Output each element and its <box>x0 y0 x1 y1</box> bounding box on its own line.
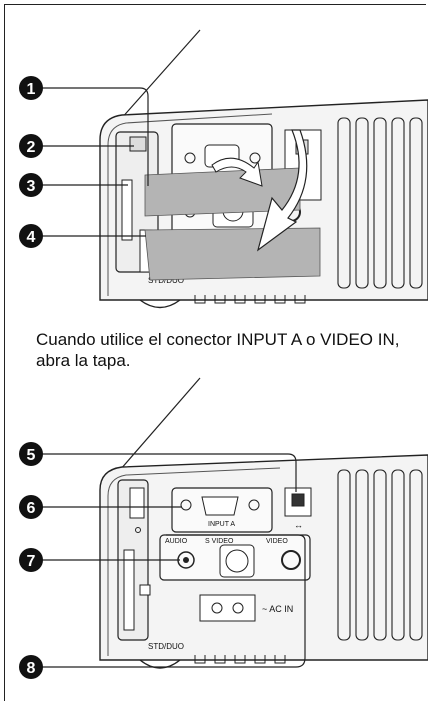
ac-in-label: ~ AC IN <box>262 604 293 614</box>
callout-6: 6 <box>19 495 43 519</box>
usb-symbol: ↔ <box>294 520 303 530</box>
svg-text:7: 7 <box>27 553 36 570</box>
caption-text: Cuando utilice el conector INPUT A o VID… <box>36 330 400 370</box>
callout-3: 3 <box>19 173 43 197</box>
s-video-label: S VIDEO <box>205 538 234 545</box>
svg-text:1: 1 <box>27 81 36 98</box>
std-duo-label-top: STD/DUO <box>148 276 184 285</box>
svg-text:2: 2 <box>27 139 36 156</box>
svg-text:8: 8 <box>27 660 36 677</box>
callout-4: 4 <box>19 224 43 248</box>
callout-8: 8 <box>19 655 43 679</box>
bottom-illustration: STD/DUO INPUT A ↔ AUDIO S VIDEO VIDEO ~ … <box>19 377 428 679</box>
callout-1: 1 <box>19 76 43 100</box>
svg-text:6: 6 <box>27 500 36 517</box>
std-duo-label-bottom: STD/DUO <box>148 642 184 651</box>
callout-7: 7 <box>19 548 43 572</box>
svg-text:4: 4 <box>27 229 36 246</box>
input-a-label: INPUT A <box>208 521 235 528</box>
audio-label: AUDIO <box>165 538 188 545</box>
page-frame <box>4 4 426 701</box>
video-label: VIDEO <box>266 538 288 545</box>
svg-text:5: 5 <box>27 447 36 464</box>
top-illustration: STD/DUO <box>19 29 428 309</box>
callout-5: 5 <box>19 442 43 466</box>
callout-2: 2 <box>19 134 43 158</box>
svg-text:3: 3 <box>27 178 36 195</box>
